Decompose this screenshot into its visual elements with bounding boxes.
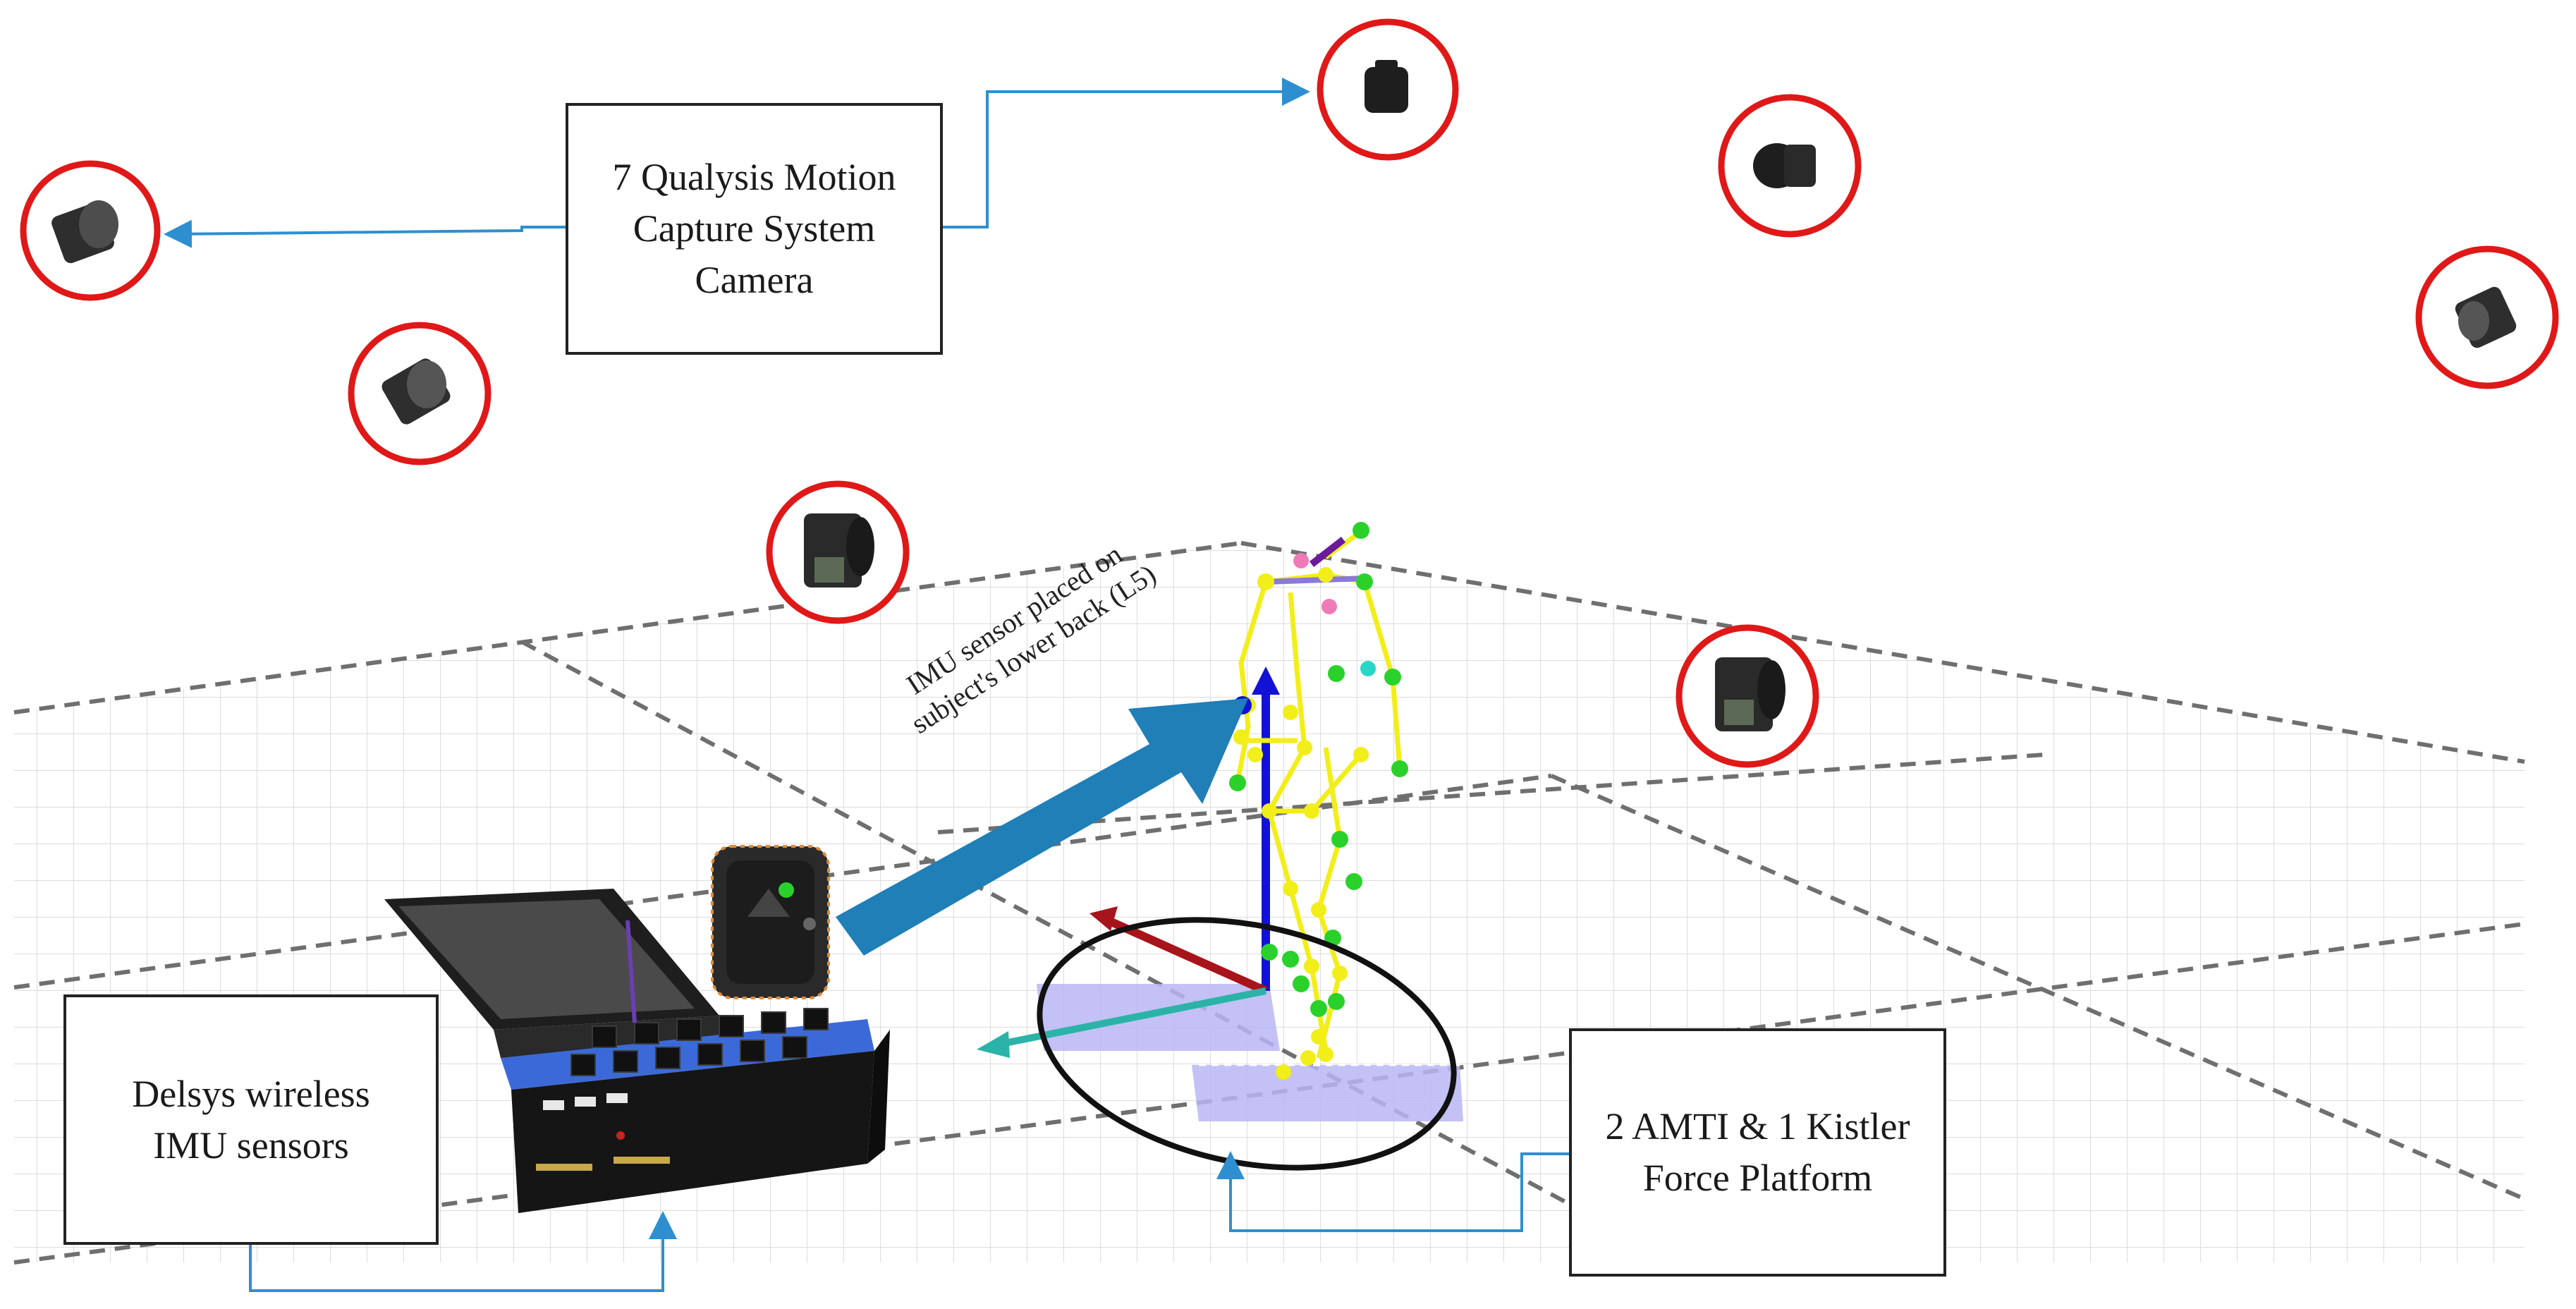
- connector-lines: [164, 78, 1569, 1292]
- delsys-label: Delsys wireless IMU sensors: [132, 1072, 370, 1167]
- force-platform-label-box: 2 AMTI & 1 Kistler Force Platform: [1569, 1028, 1946, 1277]
- sensor-case-icon: [384, 889, 890, 1213]
- camera-icon: [1317, 18, 1459, 161]
- camera-icon: [1675, 624, 1819, 768]
- delsys-label-box: Delsys wireless IMU sensors: [63, 994, 439, 1245]
- camera-icon: [20, 160, 161, 301]
- camera-icon: [1718, 94, 1862, 238]
- force-platform-label: 2 AMTI & 1 Kistler Force Platform: [1605, 1105, 1910, 1199]
- camera-label-box: 7 Qualysis Motion Capture System Camera: [566, 103, 943, 355]
- camera-icon: [2415, 245, 2559, 389]
- skeleton-icon: [1229, 522, 1408, 1080]
- imu-placement-arrow: [836, 698, 1248, 956]
- camera-icon: [766, 480, 910, 624]
- camera-label: 7 Qualysis Motion Capture System Camera: [612, 156, 896, 301]
- imu-sensor-icon: [711, 845, 830, 999]
- camera-icon: [348, 322, 492, 465]
- camera-group: [20, 18, 2559, 768]
